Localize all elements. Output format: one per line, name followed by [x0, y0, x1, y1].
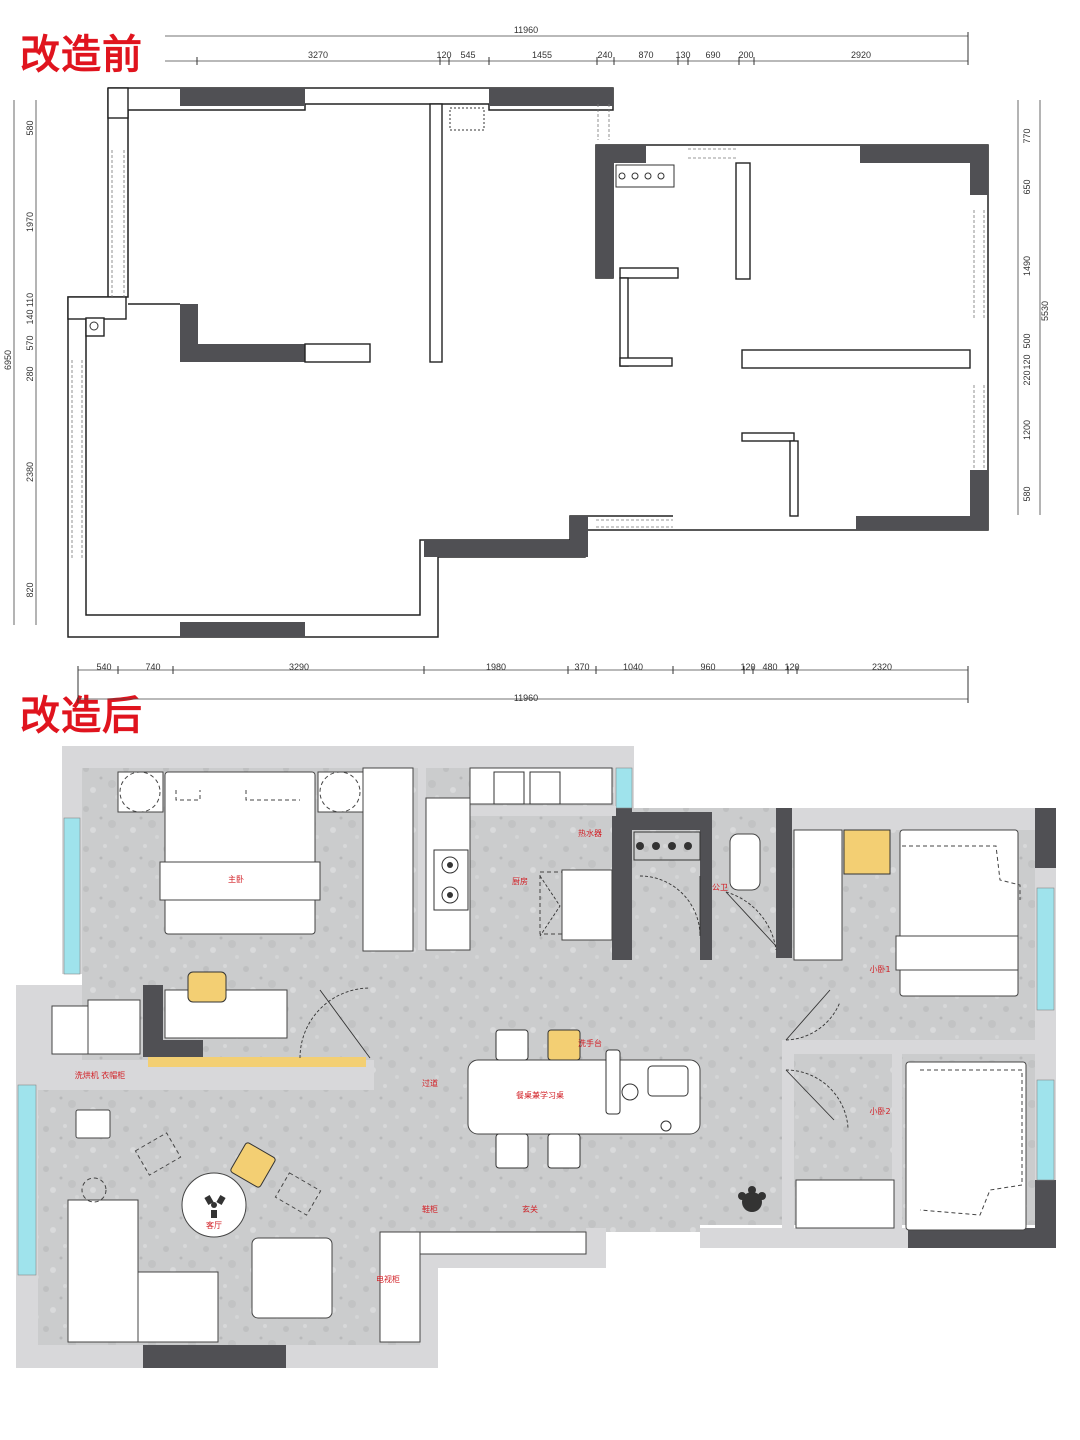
dim-bottom-9: 120: [784, 662, 799, 672]
dim-top-0: 3270: [308, 50, 328, 60]
dim-left-6: 2380: [25, 462, 35, 482]
dim-bottom-total: 11960: [514, 693, 538, 703]
label-small-bedroom-1: 小卧1: [869, 965, 890, 974]
label-washbasin: 洗手台: [578, 1038, 602, 1048]
dim-left-0: 580: [25, 120, 35, 135]
dim-right-4: 120: [1022, 354, 1032, 369]
label-small-bedroom-2: 小卧2: [869, 1107, 890, 1116]
dim-top-9: 2920: [851, 50, 871, 60]
dim-top-2: 545: [460, 50, 475, 60]
dim-bottom-4: 370: [574, 662, 589, 672]
dim-top-5: 870: [638, 50, 653, 60]
dim-top-3: 1455: [532, 50, 552, 60]
dim-top-1: 120: [436, 50, 451, 60]
dim-bottom-8: 480: [762, 662, 777, 672]
dim-right-6: 1200: [1022, 420, 1032, 440]
label-water-heater: 热水器: [578, 828, 602, 838]
dim-left-3: 140: [25, 309, 35, 324]
dim-right-7: 580: [1022, 486, 1032, 501]
label-laundry: 洗烘机 衣帽柜: [75, 1070, 126, 1080]
dim-bottom-2: 3290: [289, 662, 309, 672]
dim-top-8: 200: [738, 50, 753, 60]
dim-left-5: 280: [25, 366, 35, 381]
dim-bottom-0: 540: [96, 662, 111, 672]
dim-left-total: 6950: [3, 350, 13, 370]
dim-bottom-6: 960: [700, 662, 715, 672]
dim-right-1: 650: [1022, 179, 1032, 194]
dim-top-total: 11960: [514, 25, 538, 35]
dim-left-1: 1970: [25, 212, 35, 232]
label-dining-study: 餐桌兼学习桌: [516, 1090, 564, 1100]
label-living-room: 客厅: [206, 1220, 222, 1230]
dim-left-7: 820: [25, 582, 35, 597]
label-tv-cabinet: 电视柜: [376, 1274, 400, 1284]
label-hallway: 过道: [422, 1078, 438, 1088]
dim-right-5: 220: [1022, 370, 1032, 385]
label-kitchen: 厨房: [512, 876, 528, 886]
dim-right-0: 770: [1022, 128, 1032, 143]
dim-top-6: 130: [675, 50, 690, 60]
dim-bottom-1: 740: [145, 662, 160, 672]
dim-right-2: 1490: [1022, 256, 1032, 276]
title-after: 改造后: [20, 693, 143, 739]
dim-right-3: 500: [1022, 333, 1032, 348]
dim-top-4: 240: [597, 50, 612, 60]
dim-right-total: 5530: [1040, 301, 1050, 321]
after-plan: 主卧 厨房 热水器 公卫 小卧1 小卧2 洗手台 餐桌兼学习桌 过道 客厅 洗烘…: [16, 746, 1056, 1368]
dim-left-4: 570: [25, 335, 35, 350]
dim-top-7: 690: [705, 50, 720, 60]
label-shoe-cabinet: 鞋柜: [422, 1204, 438, 1214]
dim-bottom-5: 1040: [623, 662, 643, 672]
label-entry: 玄关: [522, 1204, 538, 1214]
dim-left-2: 110: [25, 293, 35, 307]
dim-bottom-7: 120: [740, 662, 755, 672]
title-before: 改造前: [20, 32, 143, 78]
label-master-bedroom: 主卧: [228, 874, 244, 884]
dim-bottom-3: 1980: [486, 662, 506, 672]
before-plan: 11960 3270 120 545 1455 240 870 130 690 …: [3, 25, 1050, 703]
label-bathroom: 公卫: [712, 883, 728, 892]
dim-bottom-10: 2320: [872, 662, 892, 672]
